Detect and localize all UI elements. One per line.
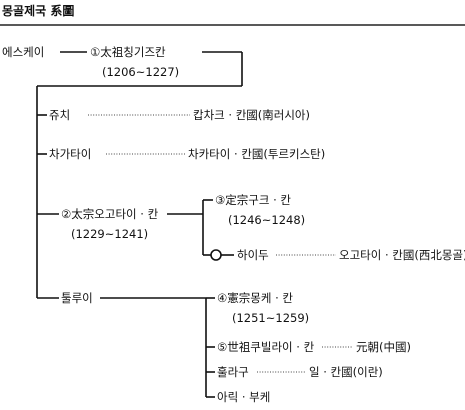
- node-ariq: 아릭 · 부케: [217, 390, 270, 404]
- node-ogedei-years: (1229~1241): [71, 227, 148, 241]
- node-yuan: 元朝(中國): [356, 340, 411, 354]
- node-kublai: ⑤世祖쿠빌라이 · 칸: [217, 340, 315, 354]
- node-ogedei-khanate: 오고타이 · 칸國(西北몽골): [339, 248, 465, 262]
- node-mongke-years: (1251~1259): [232, 311, 309, 325]
- node-chagatai: 차가타이: [49, 147, 91, 161]
- node-tolui: 툴루이: [61, 291, 93, 305]
- node-ogedei: ②太宗오고타이 · 칸: [61, 207, 159, 221]
- node-jochi-khanate: 캅차크 · 칸國(南러시아): [193, 108, 310, 122]
- node-hulagu: 훌라구: [217, 365, 249, 379]
- node-kaidu: 하이두: [237, 248, 269, 262]
- node-guyuk-years: (1246~1248): [228, 213, 305, 227]
- node-yesugei: 에스케이: [2, 45, 44, 59]
- diagram-title: 몽골제국 系圖: [2, 3, 74, 18]
- kaidu-marker: [210, 249, 222, 261]
- node-genghis: ①太祖칭기즈칸: [90, 45, 166, 59]
- node-ilkhanate: 일 · 칸國(이란): [309, 365, 383, 379]
- node-guyuk: ③定宗구크 · 칸: [215, 193, 291, 207]
- node-jochi: 쥬치: [49, 108, 70, 122]
- node-genghis-years: (1206~1227): [102, 65, 179, 79]
- node-mongke: ④憲宗몽케 · 칸: [217, 291, 293, 305]
- node-chagatai-khanate: 차카타이 · 칸國(투르키스탄): [188, 147, 325, 161]
